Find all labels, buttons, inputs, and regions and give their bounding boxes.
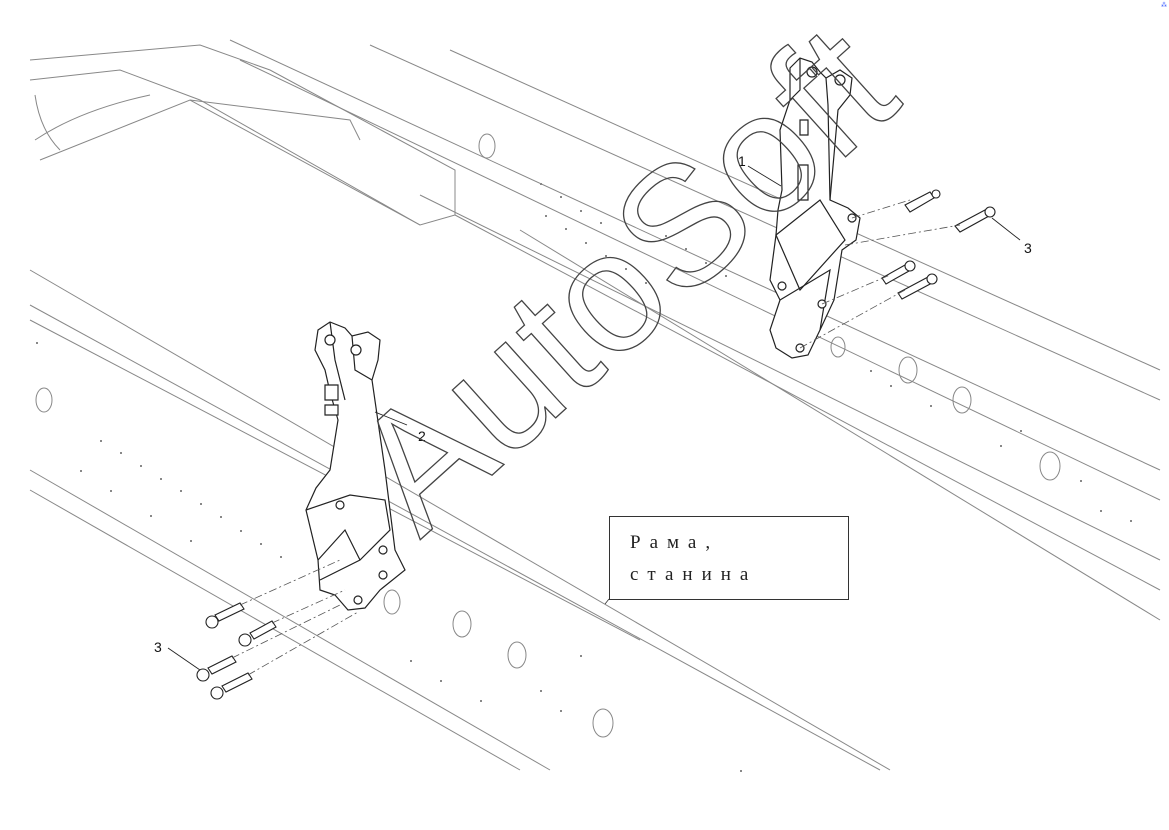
- corner-mark-icon: ⁂: [1161, 2, 1167, 9]
- callout-bolts-right: 3: [1024, 240, 1032, 256]
- watermark-logo: AutoSoft: [317, 0, 930, 568]
- legend-box: Рама, станина: [609, 516, 849, 600]
- chassis-member-upper: [229, 39, 1161, 621]
- frame-rail-upper: [29, 44, 456, 226]
- legend-line-2: станина: [630, 564, 758, 585]
- callout-bolts-left: 3: [154, 639, 162, 655]
- callout-part-1: 1: [738, 153, 746, 169]
- chassis-member-lower: [29, 269, 891, 771]
- bolts-left: [196, 602, 277, 700]
- chassis-holes: [35, 133, 1061, 738]
- assembly-lines: [231, 199, 961, 676]
- legend-line-1: Рама,: [630, 532, 720, 553]
- bolts-right: [881, 189, 996, 300]
- watermark-text: AutoSoft: [318, 0, 930, 567]
- bracket-1: [769, 57, 861, 359]
- rivet-pattern: [36, 183, 1132, 772]
- callout-part-2: 2: [418, 428, 426, 444]
- leader-lines: [167, 165, 1021, 671]
- legend-leader: [604, 598, 610, 605]
- bracket-2: [305, 321, 406, 611]
